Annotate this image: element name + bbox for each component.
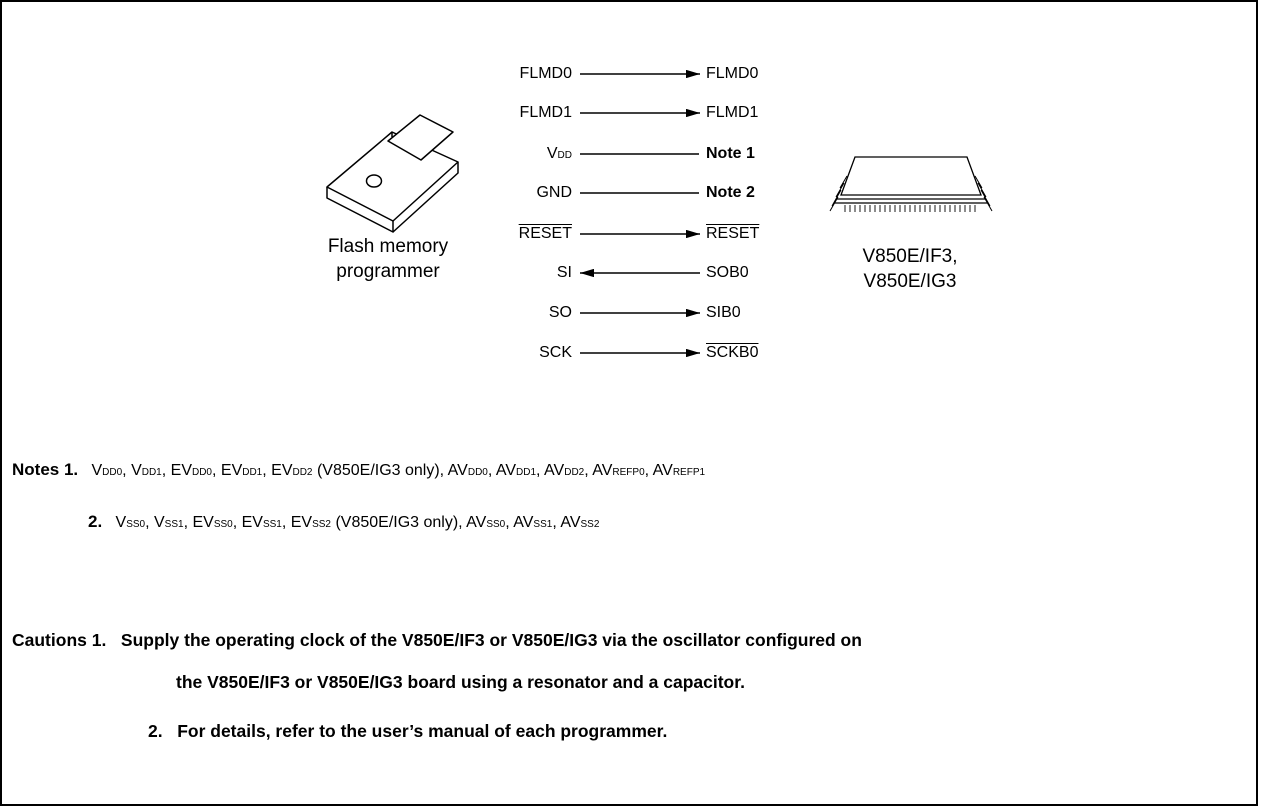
note-2-seg-3: , EV	[232, 514, 263, 531]
pin-left-flmd1: FLMD1	[519, 104, 572, 121]
caution-1-line-2: the V850E/IF3 or V850E/IG3 board using a…	[176, 672, 745, 692]
pin-left-sck: SCK	[539, 344, 572, 361]
pin-right-note2: Note 2	[706, 184, 755, 201]
pin-right-flmd1: FLMD1	[706, 104, 759, 121]
notes-heading: Notes 1.	[12, 460, 79, 479]
note-1-sub-5: DD0	[467, 467, 488, 478]
pin-right-reset: RESET	[706, 225, 760, 242]
device-caption-line2: V850E/IG3	[863, 271, 957, 292]
microcontroller-icon	[829, 156, 993, 212]
note-1-seg-0: V	[91, 462, 103, 479]
pin-left-si: SI	[556, 264, 572, 281]
note-2: 2. VSS0, VSS1, EVSS0, EVSS1, EVSS2 (V850…	[88, 512, 599, 535]
note-2-sub-4: SS2	[312, 519, 331, 530]
note-1-seg-3: , EV	[212, 462, 243, 479]
note-2-seg-7: , AV	[552, 514, 581, 531]
pin-right-flmd0: FLMD0	[706, 65, 759, 82]
note-1-seg-2: , EV	[161, 462, 192, 479]
note-1-sub-9: REFP1	[672, 467, 706, 478]
note-2-sub-0: SS0	[126, 519, 146, 530]
note-2-sub-3: SS1	[262, 519, 282, 530]
programmer-caption: Flash memory programmer	[288, 234, 488, 284]
programmer-caption-line2: programmer	[336, 261, 440, 282]
chip-pin-row	[844, 205, 976, 212]
note-1-text: VDD0, VDD1, EVDD0, EVDD1, EVDD2 (V850E/I…	[91, 462, 705, 479]
pin-left-so: SO	[548, 304, 572, 321]
pin-left-vdd: VDD	[472, 145, 572, 165]
programmer-icon	[326, 114, 459, 233]
pin-right-sib0: SIB0	[706, 304, 741, 321]
pin-left-vdd-sub: DD	[557, 150, 572, 161]
pin-right-sob0: SOB0	[706, 264, 749, 281]
note-1: Notes 1. VDD0, VDD1, EVDD0, EVDD1, EVDD2…	[12, 460, 705, 483]
pin-left-reset: RESET	[518, 225, 572, 242]
device-caption-line1: V850E/IF3,	[862, 246, 958, 267]
note-2-sub-5: SS0	[486, 519, 506, 530]
note-1-sub-2: DD0	[191, 467, 212, 478]
caution-2: 2. For details, refer to the user’s manu…	[148, 720, 667, 742]
note-1-sub-3: DD1	[242, 467, 263, 478]
note-2-text: VSS0, VSS1, EVSS0, EVSS1, EVSS2 (V850E/I…	[116, 514, 600, 531]
note-2-seg-5: (V850E/IG3 only), AV	[331, 514, 487, 531]
pin-right-sckb0: SCKB0	[706, 344, 759, 361]
device-caption: V850E/IF3, V850E/IG3	[810, 244, 1010, 294]
note-1-seg-6: , AV	[487, 462, 517, 479]
note-2-sub-6: SS1	[533, 519, 553, 530]
note-1-sub-4: DD2	[292, 467, 313, 478]
programmer-caption-line1: Flash memory	[327, 236, 449, 257]
note-1-sub-8: REFP0	[612, 467, 645, 478]
note-2-seg-1: , V	[145, 514, 165, 531]
note-2-sub-7: SS2	[580, 519, 600, 530]
note-2-seg-0: V	[115, 514, 127, 531]
note-2-number: 2.	[88, 512, 103, 531]
caution-2-text: For details, refer to the user’s manual …	[177, 721, 668, 741]
cautions-heading: Cautions 1.	[12, 630, 107, 650]
note-1-seg-1: , V	[122, 462, 142, 479]
note-1-sub-0: DD0	[102, 467, 123, 478]
caution-1-line-1: Cautions 1. Supply the operating clock o…	[12, 629, 862, 651]
note-1-sub-7: DD2	[564, 467, 585, 478]
note-1-seg-5: (V850E/IG3 only), AV	[312, 462, 468, 479]
note-1-seg-8: , AV	[584, 462, 613, 479]
note-2-sub-2: SS0	[213, 519, 233, 530]
pin-right-note1: Note 1	[706, 145, 755, 162]
note-1-seg-9: , AV	[644, 462, 673, 479]
note-1-sub-6: DD1	[516, 467, 537, 478]
pin-left-vdd-main: V	[546, 145, 558, 162]
pin-left-gnd: GND	[536, 184, 572, 201]
note-1-sub-1: DD1	[141, 467, 162, 478]
caution-1-text-line-1: Supply the operating clock of the V850E/…	[120, 630, 862, 650]
note-1-seg-7: , AV	[536, 462, 565, 479]
note-2-seg-2: , EV	[183, 514, 214, 531]
note-2-seg-6: , AV	[505, 514, 534, 531]
pin-left-flmd0: FLMD0	[519, 65, 572, 82]
note-1-seg-4: , EV	[262, 462, 293, 479]
note-2-seg-4: , EV	[281, 514, 313, 531]
caution-2-number: 2.	[148, 721, 163, 741]
note-2-sub-1: SS1	[164, 519, 184, 530]
